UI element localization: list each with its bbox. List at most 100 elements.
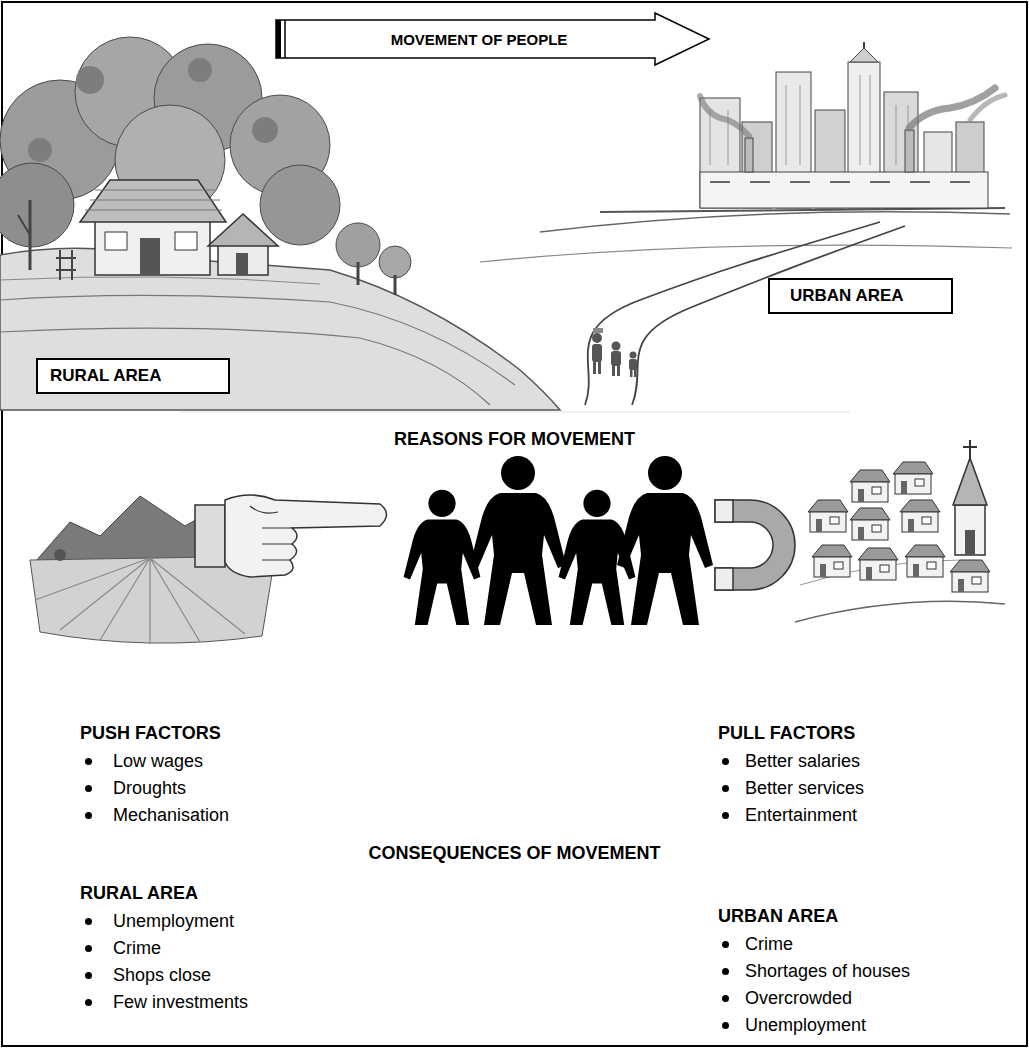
label-row: URBAN AREA (718, 905, 838, 927)
rural-trees (252, 117, 278, 143)
walking-people (612, 342, 621, 351)
village (955, 505, 985, 555)
rural-trees (0, 37, 411, 295)
list-item: Unemployment (113, 910, 234, 932)
rural-trees (379, 246, 411, 278)
family-silhouettes (617, 456, 713, 625)
list-item: Better services (745, 777, 864, 799)
walking-people (593, 328, 603, 333)
list-item: Better salaries (745, 750, 860, 772)
rural-hill (0, 328, 490, 405)
rural-huts (95, 215, 210, 275)
pointing-hand (195, 495, 387, 577)
rural-huts (140, 238, 160, 275)
list-item: Droughts (113, 777, 186, 799)
family-silhouettes (404, 456, 713, 625)
city-skyline (700, 172, 988, 208)
city-skyline (850, 48, 878, 62)
factory-smoke (700, 88, 1005, 136)
label-row: Few investments (113, 991, 248, 1013)
separator-line (180, 412, 850, 413)
rural-hill (0, 248, 560, 410)
factory-smoke (970, 95, 1005, 120)
village (953, 458, 987, 505)
section-heading: PUSH FACTORS (80, 722, 221, 744)
village (808, 500, 848, 532)
walking-people (612, 365, 615, 376)
bullet-dot (722, 812, 729, 819)
bullet-dot (722, 995, 729, 1002)
rural-trees (18, 215, 30, 235)
village (850, 470, 890, 502)
bullet-dot (722, 941, 729, 948)
rural-hill (0, 248, 560, 410)
family-silhouettes (428, 490, 455, 517)
label-row: Shops close (113, 964, 211, 986)
city-skyline (905, 130, 914, 172)
rural-trees (394, 275, 397, 295)
family-silhouettes (404, 519, 481, 625)
walking-people (592, 333, 602, 343)
arrow-outline (276, 13, 709, 65)
list-item: Crime (745, 933, 793, 955)
area-label: RURAL AREA (50, 366, 161, 386)
city-ground (480, 245, 1012, 262)
family-silhouettes (559, 519, 636, 625)
label-row: Low wages (113, 750, 203, 772)
walking-people (598, 361, 601, 374)
bullet-dot (85, 972, 92, 979)
label-row: PUSH FACTORS (80, 722, 221, 744)
pointing-hand (225, 495, 387, 577)
family-silhouettes (583, 490, 610, 517)
village (850, 508, 890, 540)
section-heading: RURAL AREA (80, 882, 198, 904)
village (858, 548, 898, 580)
rural-trees (357, 262, 360, 285)
label-row: CONSEQUENCES OF MOVEMENT (0, 842, 1029, 864)
farm-landscape (54, 549, 66, 561)
list-item: Few investments (113, 991, 248, 1013)
rural-hill (0, 277, 320, 284)
walking-people (630, 369, 633, 377)
bullet-dot (85, 785, 92, 792)
list-item: Low wages (113, 750, 203, 772)
label-row: Overcrowded (745, 987, 852, 1009)
walking-people (630, 352, 637, 359)
list-item: Shortages of houses (745, 960, 910, 982)
rural-trees (336, 223, 380, 267)
bullet-dot (85, 812, 92, 819)
city-skyline (745, 138, 753, 172)
factory-smoke (700, 96, 749, 136)
family-silhouettes (648, 456, 682, 490)
list-item: Entertainment (745, 804, 857, 826)
rural-huts (56, 180, 278, 280)
magnet (715, 500, 795, 590)
list-item: Shops close (113, 964, 211, 986)
village (795, 440, 1005, 622)
label-row: Unemployment (745, 1014, 866, 1036)
rural-trees (28, 138, 52, 162)
label-row: Mechanisation (113, 804, 229, 826)
list-item: Crime (113, 937, 161, 959)
rural-trees (260, 165, 340, 245)
label-row: Crime (113, 937, 161, 959)
bullet-dot (722, 758, 729, 765)
arrow-tail-bar (284, 20, 286, 58)
village (795, 601, 1005, 622)
village (900, 500, 940, 532)
label-row: REASONS FOR MOVEMENT (0, 428, 1029, 450)
label-row: Entertainment (745, 804, 857, 826)
arrow-label: MOVEMENT OF PEOPLE (391, 31, 568, 48)
movement-arrow: MOVEMENT OF PEOPLE (275, 12, 710, 66)
city-skyline (710, 181, 970, 183)
rural-huts (80, 180, 226, 222)
city-ground (600, 208, 1005, 212)
village (965, 530, 975, 555)
walking-people (629, 359, 637, 370)
family-silhouettes (501, 456, 535, 490)
rural-trees (188, 58, 212, 82)
walking-people (611, 351, 621, 366)
bullet-dot (85, 999, 92, 1006)
rural-huts (236, 253, 248, 275)
area-box: URBAN AREA (768, 278, 953, 314)
